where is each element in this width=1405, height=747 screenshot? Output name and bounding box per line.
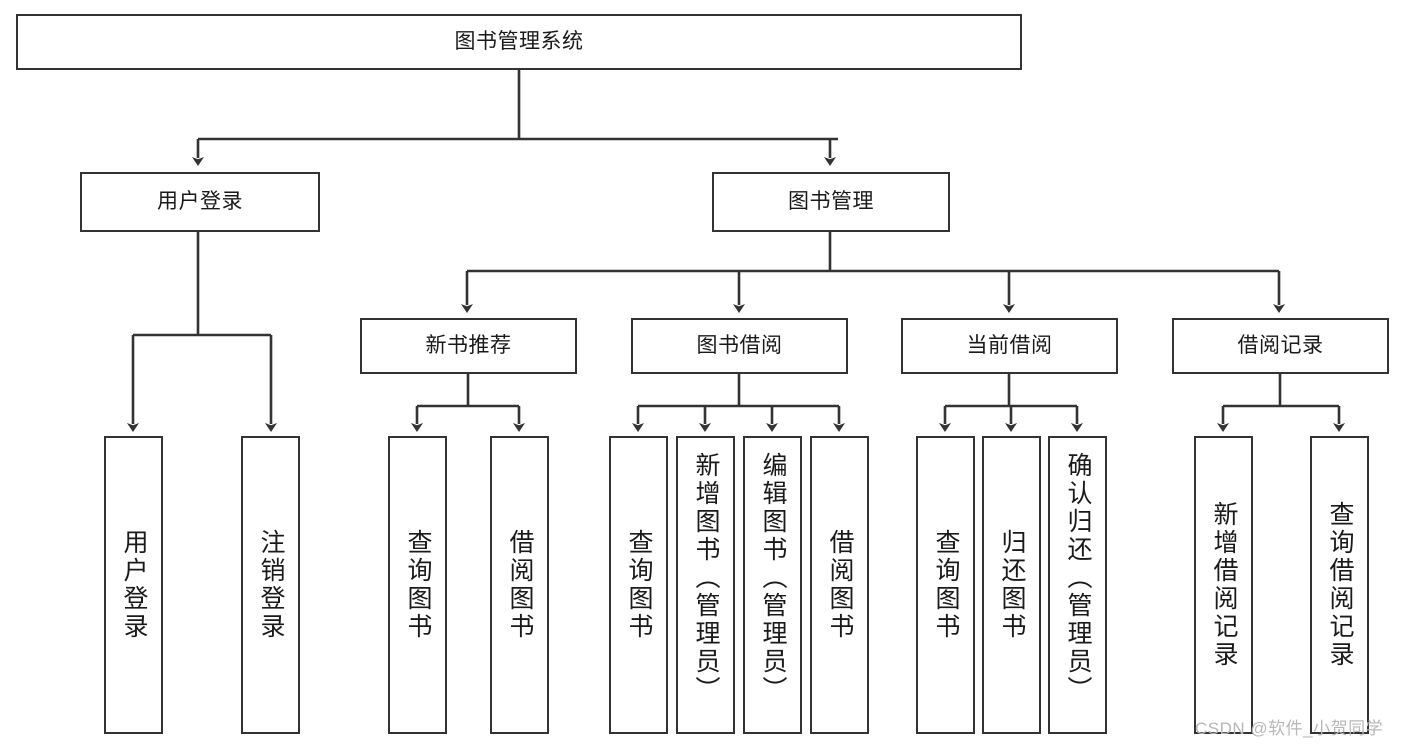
node-borrow-records[interactable]: 借阅记录 [1172, 318, 1389, 374]
watermark-text: CSDN @软件_小贺同学 [1195, 719, 1384, 738]
node-current-borrow-label: 当前借阅 [966, 333, 1053, 357]
node-root-label: 图书管理系统 [454, 29, 584, 53]
leaf-confirm-return-admin-label: 确认归还（管理员） [1064, 452, 1092, 704]
leaf-add-book-admin-label: 新增图书（管理员） [692, 452, 720, 704]
leaf-user-login[interactable]: 用户登录 [104, 436, 163, 734]
node-new-book-recommend[interactable]: 新书推荐 [360, 318, 577, 374]
node-user-login-label: 用户登录 [157, 189, 243, 213]
leaf-borrow-book-new-label: 借阅图书 [506, 529, 534, 641]
leaf-logout[interactable]: 注销登录 [241, 436, 300, 734]
leaf-return-book[interactable]: 归还图书 [982, 436, 1041, 734]
node-book-borrow-label: 图书借阅 [696, 333, 783, 357]
node-user-login[interactable]: 用户登录 [80, 172, 320, 232]
leaf-query-book-current-label: 查询图书 [932, 529, 960, 641]
leaf-logout-label: 注销登录 [257, 529, 285, 641]
leaf-query-borrow-record[interactable]: 查询借阅记录 [1310, 436, 1369, 734]
leaf-borrow-book-new[interactable]: 借阅图书 [490, 436, 549, 734]
leaf-user-login-label: 用户登录 [120, 529, 148, 641]
leaf-add-borrow-record-label: 新增借阅记录 [1210, 501, 1238, 669]
node-book-management-label: 图书管理 [788, 189, 874, 213]
leaf-query-book-borrow[interactable]: 查询图书 [609, 436, 668, 734]
leaf-query-book-new[interactable]: 查询图书 [388, 436, 447, 734]
node-book-management[interactable]: 图书管理 [712, 172, 950, 232]
node-current-borrow[interactable]: 当前借阅 [901, 318, 1118, 374]
leaf-borrow-book-label: 借阅图书 [826, 529, 854, 641]
leaf-query-borrow-record-label: 查询借阅记录 [1326, 501, 1354, 669]
node-book-borrow[interactable]: 图书借阅 [631, 318, 848, 374]
leaf-add-book-admin[interactable]: 新增图书（管理员） [676, 436, 735, 734]
leaf-edit-book-admin-label: 编辑图书（管理员） [759, 452, 787, 704]
node-new-book-recommend-label: 新书推荐 [425, 333, 512, 357]
leaf-add-borrow-record[interactable]: 新增借阅记录 [1194, 436, 1253, 734]
leaf-return-book-label: 归还图书 [998, 529, 1026, 641]
leaf-edit-book-admin[interactable]: 编辑图书（管理员） [743, 436, 802, 734]
node-borrow-records-label: 借阅记录 [1237, 333, 1324, 357]
leaf-query-book-current[interactable]: 查询图书 [916, 436, 975, 734]
node-root[interactable]: 图书管理系统 [16, 14, 1022, 70]
leaf-borrow-book[interactable]: 借阅图书 [810, 436, 869, 734]
leaf-query-book-borrow-label: 查询图书 [625, 529, 653, 641]
leaf-query-book-new-label: 查询图书 [404, 529, 432, 641]
leaf-confirm-return-admin[interactable]: 确认归还（管理员） [1048, 436, 1107, 734]
